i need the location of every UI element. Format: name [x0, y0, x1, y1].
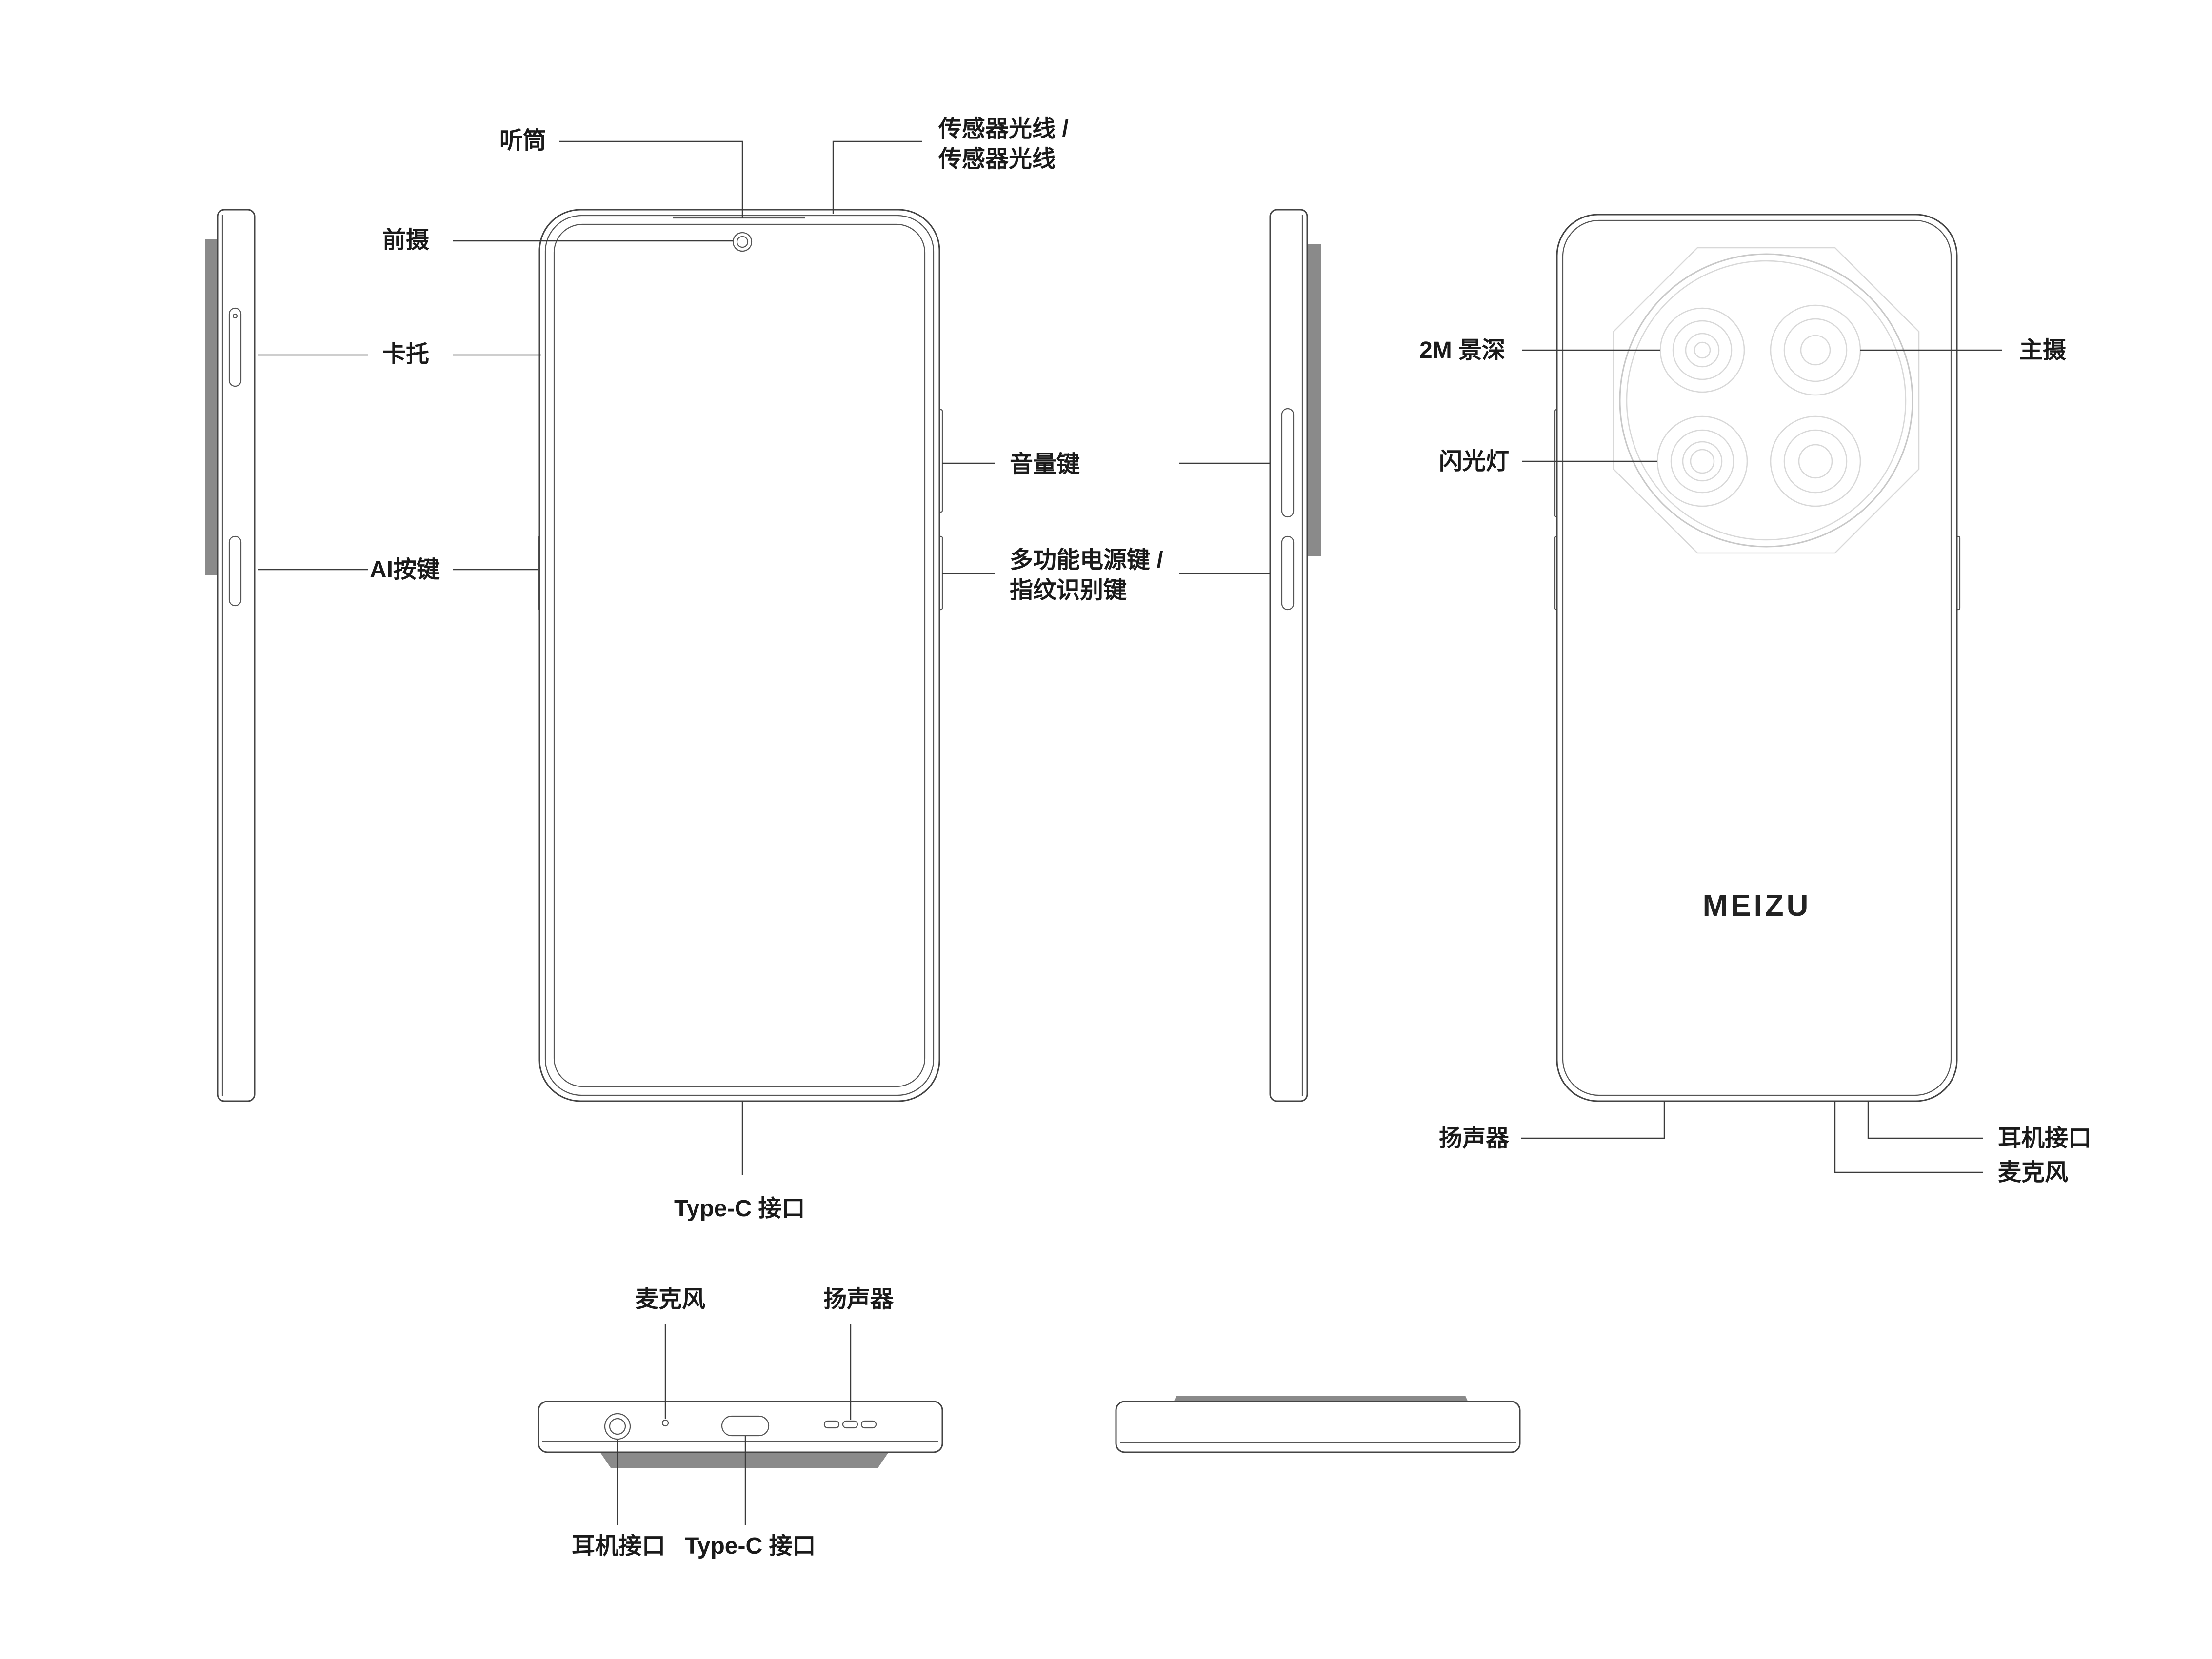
top-edge-view	[1115, 1396, 1521, 1453]
left-side-view	[205, 209, 256, 1102]
label-headphone-bottom: 耳机接口	[572, 1533, 665, 1559]
label-flash: 闪光灯	[1439, 449, 1509, 474]
front-frame-outer	[538, 209, 940, 1102]
bottom-edge-frame	[538, 1401, 943, 1453]
leader-lines	[258, 140, 2002, 1525]
front-camera-inner	[736, 236, 749, 248]
front-frame-inner	[544, 215, 935, 1096]
label-depth-camera: 2M 景深	[1419, 337, 1505, 363]
speaker-hole-1	[823, 1420, 840, 1429]
speaker-hole-2	[842, 1420, 858, 1429]
label-sensor-line1: 传感器光线 /	[938, 116, 1069, 142]
label-ai-key: AI按键	[370, 557, 440, 583]
third-camera-lens	[1770, 415, 1861, 507]
front-camera-lens	[732, 232, 753, 252]
ai-key-button	[228, 535, 242, 607]
speaker-hole-3	[860, 1420, 877, 1429]
bottom-mic-hole	[661, 1419, 669, 1427]
label-earpiece: 听筒	[499, 128, 546, 154]
label-power-line1: 多功能电源键 /	[1010, 547, 1163, 573]
headphone-jack-inner	[609, 1418, 626, 1435]
headphone-jack	[604, 1413, 631, 1440]
label-mic-back: 麦克风	[1998, 1160, 2068, 1185]
sim-eject-hole	[232, 313, 238, 319]
label-speaker-bottom: 扬声器	[823, 1286, 894, 1312]
label-power-line2: 指纹识别键	[1010, 577, 1127, 603]
label-speaker-back: 扬声器	[1439, 1126, 1510, 1151]
back-view: MEIZU	[1554, 214, 1961, 1102]
camera-deco-ring-outer	[1619, 253, 1913, 548]
camera-module	[1613, 247, 1920, 554]
label-front-camera: 前摄	[382, 227, 429, 253]
bottom-edge-view	[538, 1401, 943, 1468]
label-sim-tray: 卡托	[382, 341, 429, 367]
camera-deco-ring-inner	[1626, 260, 1907, 541]
label-main-camera: 主摄	[2019, 337, 2066, 363]
label-volume-key: 音量键	[1010, 452, 1080, 477]
label-typec-front: Type-C 接口	[674, 1196, 805, 1222]
power-key-button	[1281, 535, 1295, 611]
right-side-view	[1269, 209, 1321, 1102]
label-mic-bottom: 麦克风	[635, 1286, 705, 1312]
volume-key-button	[1281, 408, 1295, 518]
label-sensor-line2: 传感器光线	[938, 146, 1056, 172]
back-frame	[1556, 214, 1958, 1102]
labels: 听筒 传感器光线 / 传感器光线 前摄 卡托 AI按键 音量键 多功能电源键 /…	[370, 116, 2092, 1559]
brand-logo: MEIZU	[1703, 889, 1812, 923]
right-camera-bump	[1307, 244, 1321, 556]
label-typec-bottom: Type-C 接口	[685, 1533, 816, 1559]
top-edge-frame	[1115, 1401, 1521, 1453]
camera-deco-octagon	[1613, 247, 1920, 554]
label-headphone-back: 耳机接口	[1998, 1126, 2092, 1151]
back-panel	[1562, 219, 1952, 1096]
left-camera-bump	[205, 239, 219, 575]
sim-tray-slot	[228, 307, 242, 387]
front-view	[538, 209, 943, 1102]
front-screen	[553, 223, 926, 1087]
right-side-frame	[1269, 209, 1308, 1102]
left-side-frame	[217, 209, 256, 1102]
